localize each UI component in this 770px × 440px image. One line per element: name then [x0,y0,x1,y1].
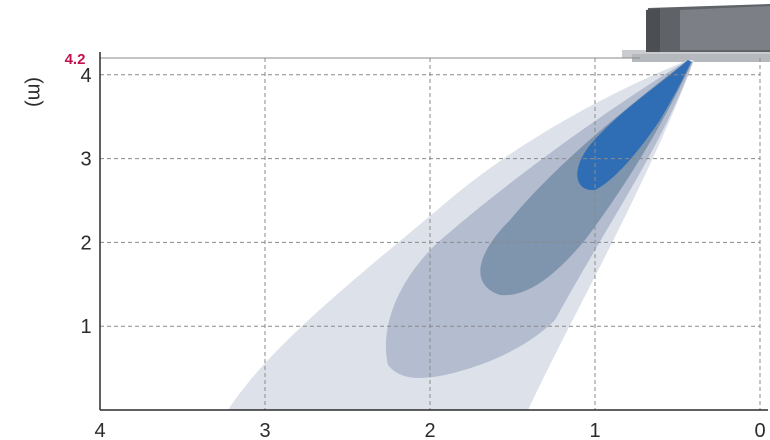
x-tick-label: 1 [589,420,600,440]
x-tick-label: 0 [754,420,765,440]
y-tick-label: 2 [80,232,91,254]
y-tick-labels: 1 2 3 4 [80,65,91,338]
x-tick-label: 3 [259,420,270,440]
axes [99,52,768,411]
y-unit-label: (m) [24,77,46,107]
airflow-zones [228,60,694,410]
y-tick-label: 1 [80,316,91,338]
x-tick-label: 2 [424,420,435,440]
y-tick-label: 4 [80,65,91,87]
grid [100,57,761,410]
y-highlight-label: 4.2 [65,51,86,68]
y-tick-label: 3 [80,149,91,171]
x-tick-label: 4 [94,420,105,440]
ceiling-cassette-unit [622,4,770,62]
x-tick-labels: 4 3 2 1 0 [94,420,765,440]
zone-core [577,60,691,191]
